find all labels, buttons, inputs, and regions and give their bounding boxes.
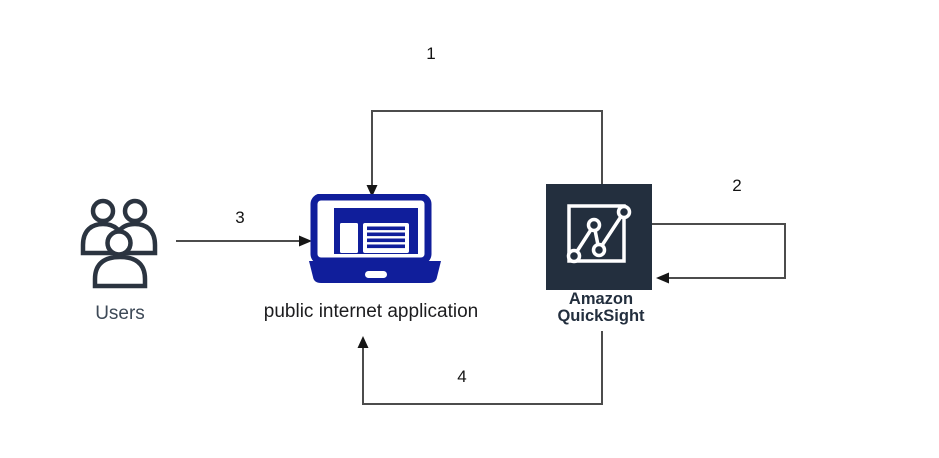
users-node xyxy=(78,193,164,289)
arrowhead-step3-right-icon xyxy=(299,235,312,247)
laptop-screen-text-lines xyxy=(367,226,405,249)
quicksight-chart-points xyxy=(566,204,632,264)
amazon-quicksight-label-line1: Amazon xyxy=(568,290,634,308)
arrowhead-step1-down-icon xyxy=(366,185,378,197)
users-node-label: Users xyxy=(95,303,145,324)
laptop-screen-sidebar xyxy=(340,223,358,253)
laptop-icon xyxy=(309,194,441,283)
quicksight-chart-line xyxy=(572,211,626,257)
amazon-quicksight-icon xyxy=(546,184,652,290)
connector-step4 xyxy=(362,331,603,405)
step-label-1: 1 xyxy=(426,44,436,63)
connector-step2 xyxy=(652,223,786,279)
step-label-3: 3 xyxy=(235,208,245,227)
quicksight-chart-frame xyxy=(567,204,626,263)
public-internet-application-label: public internet application xyxy=(263,301,479,322)
connector-step1 xyxy=(371,110,603,186)
step-label-4: 4 xyxy=(457,367,467,386)
amazon-quicksight-label: Amazon QuickSight xyxy=(557,291,644,325)
users-group-icon xyxy=(80,198,158,289)
amazon-quicksight-label-line2: QuickSight xyxy=(557,307,645,325)
amazon-quicksight-node xyxy=(546,184,652,290)
quicksight-tile xyxy=(546,184,652,290)
laptop-base-notch xyxy=(365,271,387,278)
arrowhead-step2-left-icon xyxy=(656,272,669,284)
arrowhead-step4-up-icon xyxy=(357,336,369,348)
step-label-2: 2 xyxy=(732,176,742,195)
public-internet-application-node xyxy=(306,194,444,284)
